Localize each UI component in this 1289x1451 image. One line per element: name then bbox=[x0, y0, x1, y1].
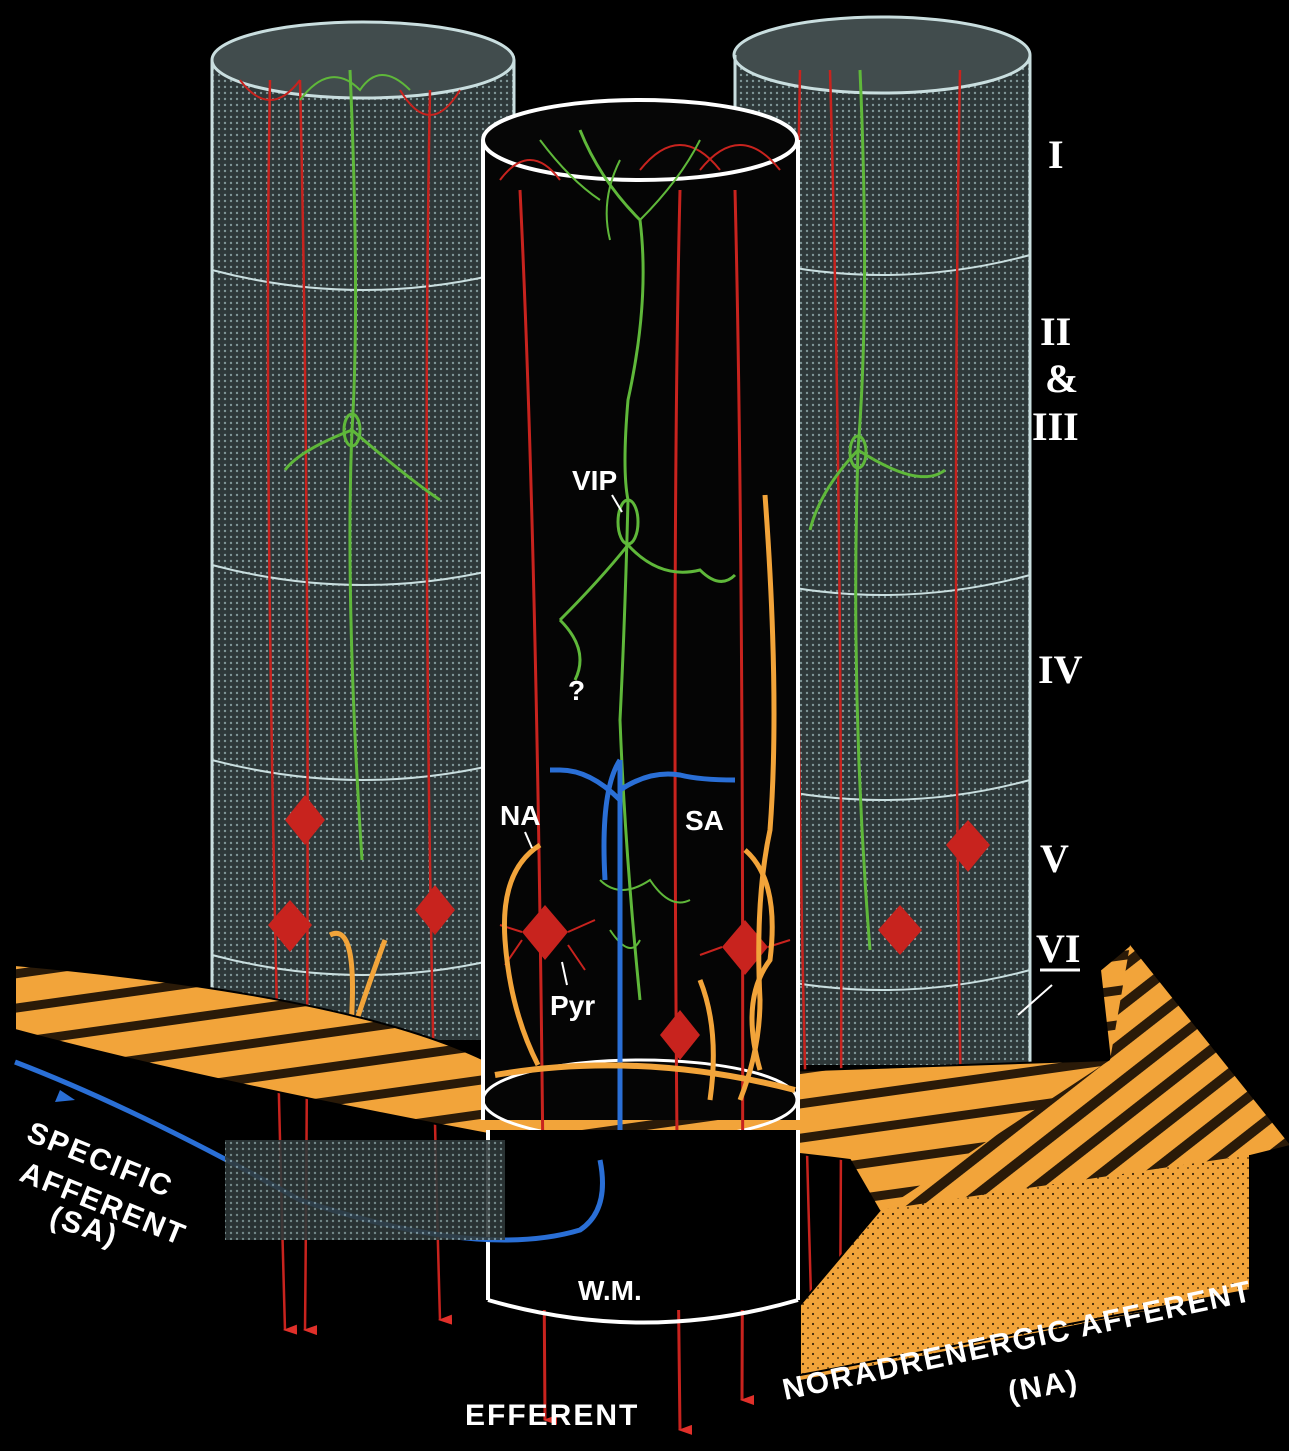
layer-label-iv: IV bbox=[1038, 647, 1083, 692]
layer-label-vi: VI bbox=[1036, 926, 1080, 971]
na-paren-label: (NA) bbox=[1005, 1364, 1081, 1409]
question-label: ? bbox=[568, 675, 585, 706]
white-matter bbox=[488, 1130, 798, 1310]
sa-label: SA bbox=[685, 805, 724, 836]
center-column-top bbox=[483, 100, 797, 180]
vip-label: VIP bbox=[572, 465, 617, 496]
na-label: NA bbox=[500, 800, 540, 831]
right-column-top bbox=[734, 17, 1030, 93]
layer-label-v: V bbox=[1040, 836, 1069, 881]
left-column-body bbox=[212, 60, 514, 1040]
center-column-body bbox=[483, 140, 798, 1120]
center-column bbox=[483, 100, 798, 1430]
wm-label: W.M. bbox=[578, 1275, 642, 1306]
pyr-label: Pyr bbox=[550, 990, 595, 1021]
left-column bbox=[212, 22, 514, 1330]
layer-label-ii: II bbox=[1040, 309, 1071, 354]
efferent-label: EFFERENT bbox=[465, 1399, 639, 1432]
layer-label-iii: III bbox=[1032, 404, 1079, 449]
layer-label-amp: & bbox=[1045, 356, 1078, 401]
layer-label-i: I bbox=[1048, 132, 1064, 177]
